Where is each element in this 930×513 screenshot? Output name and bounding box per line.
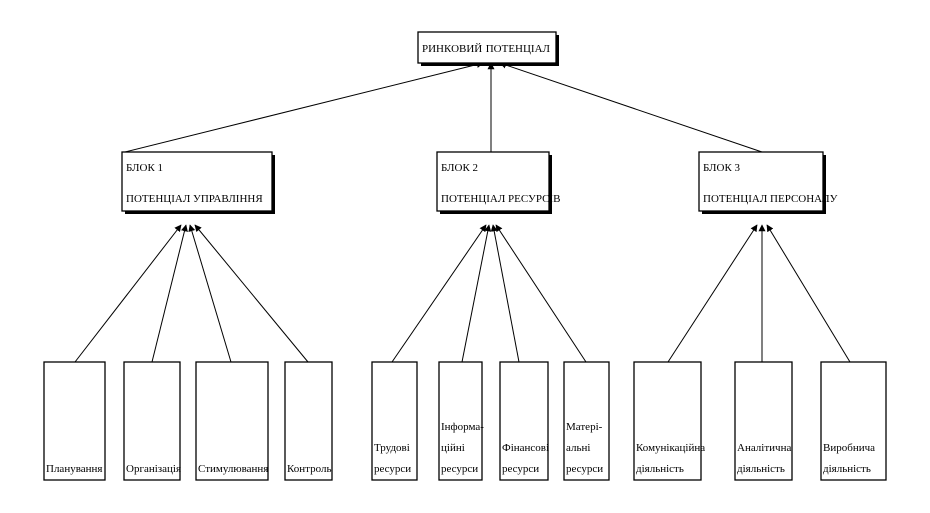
leaf-node-9-frame (633, 361, 702, 481)
leaf-5-label-line-1: Трудові (374, 442, 410, 454)
leaf-node-10-frame (734, 361, 793, 481)
leaf-10-label-line-1: Аналітична (737, 442, 791, 454)
leaf-node-3-frame (195, 361, 269, 481)
edge-block-3-to-root (499, 61, 763, 153)
root-label-word-1: РИНКОВИЙ (422, 43, 482, 55)
leaf-3-label-line-1: Стимулювання (198, 463, 268, 475)
leaf-node-5-frame (371, 361, 418, 481)
leaf-node-6: Інформа-ційні ресурси (438, 361, 484, 481)
edge-leaf-9-to-block-3 (667, 224, 758, 363)
edge-leaf-3-to-block-1 (188, 224, 232, 363)
block-1-title: БЛОК 1 (126, 162, 163, 174)
leaf-node-3: Стимулювання (195, 361, 269, 481)
block-1-subtitle: ПОТЕНЦІАЛ УПРАВЛІННЯ (126, 193, 263, 205)
leaf-5-label-line-2: ресурси (374, 463, 411, 475)
block-2-title: БЛОК 2 (441, 162, 478, 174)
block-node-2: БЛОК 2 ПОТЕНЦІАЛ РЕСУРСІВ (436, 151, 560, 214)
leaf-node-8-frame (563, 361, 610, 481)
leaf-6-label-line-1: Інформа- (441, 421, 484, 433)
root-label-word-2: ПОТЕНЦІАЛ (486, 43, 551, 55)
leaf-6-label-line-2: ційні (441, 442, 465, 454)
leaf-1-label-line-1: Планування (46, 463, 102, 475)
block-node-1-frame (121, 151, 273, 212)
leaf-2-label-line-1: Організація (126, 463, 181, 475)
leaf-node-1: Планування (43, 361, 106, 481)
block-node-2-frame (436, 151, 550, 212)
edge-leaf-6-to-block-2 (461, 224, 492, 363)
leaf-node-10: Аналітична діяльність (734, 361, 793, 481)
edge-leaf-1-to-block-1 (74, 224, 182, 363)
leaf-8-label-line-3: ресурси (566, 463, 603, 475)
leaf-node-11: Виробнича діяльність (820, 361, 887, 481)
leaf-11-label-line-2: діяльність (823, 463, 871, 475)
edge-block-1-to-root (124, 61, 484, 153)
leaf-node-7-frame (499, 361, 549, 481)
leaf-11-label-line-1: Виробнича (823, 442, 875, 454)
leaf-8-label-line-2: альні (566, 442, 590, 454)
edge-leaf-2-to-block-1 (151, 224, 188, 363)
leaf-9-label-line-2: діяльність (636, 463, 684, 475)
block-node-1: БЛОК 1 ПОТЕНЦІАЛ УПРАВЛІННЯ (121, 151, 275, 214)
leaf-node-5: Трудові ресурси (371, 361, 418, 481)
leaf-node-7: Фінансові ресурси (499, 361, 549, 481)
leaf-node-1-frame (43, 361, 106, 481)
leaf-node-4: Контроль (284, 361, 333, 481)
leaf-6-label-line-3: ресурси (441, 463, 478, 475)
leaf-node-4-frame (284, 361, 333, 481)
leaf-node-2: Організація (123, 361, 181, 481)
block-3-title: БЛОК 3 (703, 162, 741, 174)
edge-leaf-8-to-block-2 (495, 224, 587, 363)
leaf-7-label-line-2: ресурси (502, 463, 539, 475)
leaf-node-2-frame (123, 361, 181, 481)
edge-leaf-11-to-block-3 (766, 224, 851, 363)
leaf-node-11-frame (820, 361, 887, 481)
edge-leaf-7-to-block-2 (490, 224, 520, 363)
leaf-4-label-line-1: Контроль (287, 463, 331, 475)
leaf-node-9: Комунікаційна діяльність (633, 361, 705, 481)
leaf-7-label-line-1: Фінансові (502, 442, 549, 454)
leaf-10-label-line-2: діяльність (737, 463, 785, 475)
root-node-rynkovyi-potentsial-frame (417, 31, 557, 64)
edge-leaf-5-to-block-2 (391, 224, 487, 363)
leaf-9-label-line-1: Комунікаційна (636, 442, 705, 454)
block-2-subtitle: ПОТЕНЦІАЛ РЕСУРСІВ (441, 193, 560, 205)
leaf-node-8: Матері-альні ресурси (563, 361, 610, 481)
block-node-3: БЛОК 3 ПОТЕНЦІАЛ ПЕРСОНАЛУ (698, 151, 838, 214)
block-node-3-frame (698, 151, 824, 212)
leaf-node-6-frame (438, 361, 483, 481)
block-3-subtitle: ПОТЕНЦІАЛ ПЕРСОНАЛУ (703, 193, 838, 205)
leaf-8-label-line-1: Матері- (566, 421, 603, 433)
root-node-rynkovyi-potentsial: РИНКОВИЙ ПОТЕНЦІАЛ (417, 31, 559, 66)
edge-leaf-4-to-block-1 (194, 224, 309, 363)
